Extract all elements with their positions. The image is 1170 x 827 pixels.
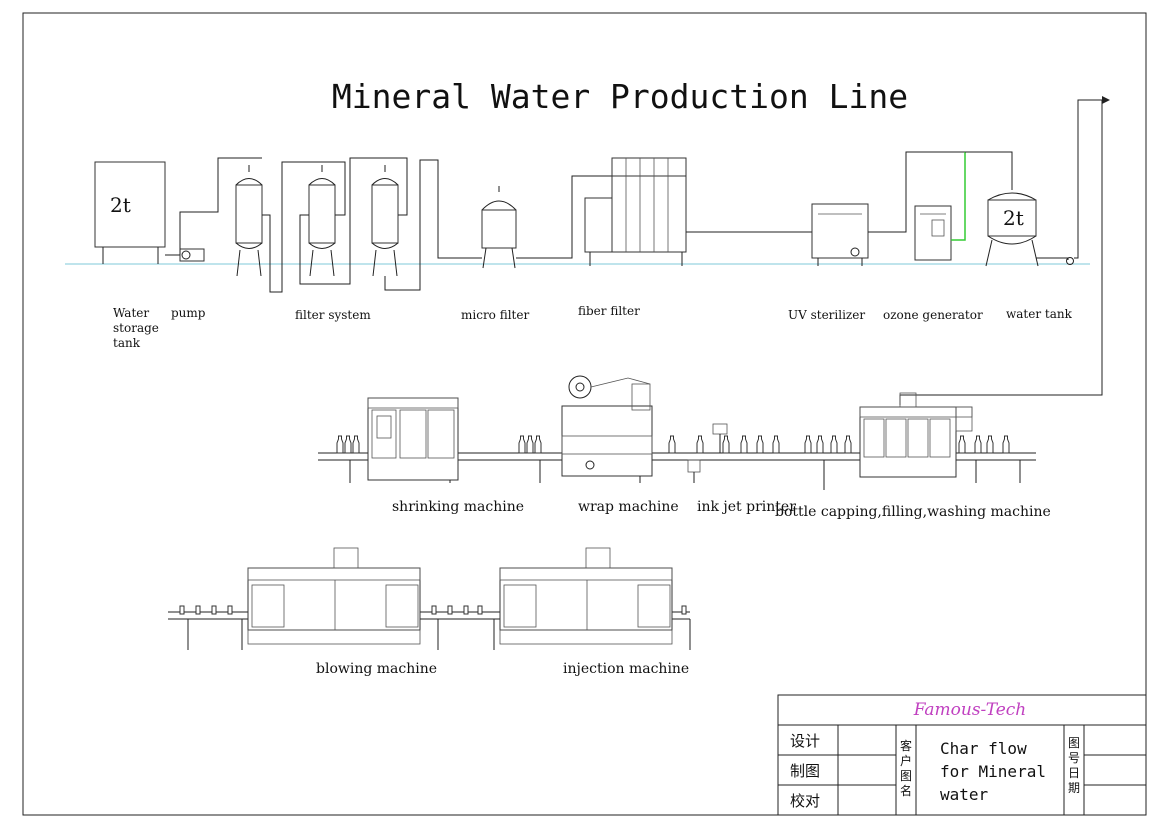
pump-label: pump bbox=[171, 306, 206, 320]
row-design-label: 设计 bbox=[790, 732, 820, 750]
bottle bbox=[696, 435, 704, 454]
bottle bbox=[518, 435, 526, 454]
bottle bbox=[1002, 435, 1010, 454]
bottle bbox=[740, 435, 748, 454]
row-check-label: 校对 bbox=[790, 792, 820, 810]
wrap-machine bbox=[539, 375, 653, 483]
bottle bbox=[756, 435, 764, 454]
client-name-char-4: 名 bbox=[900, 783, 912, 798]
fiber-filter bbox=[584, 157, 812, 266]
preform bbox=[447, 605, 453, 615]
water-storage-tank: 2t bbox=[94, 161, 166, 264]
micro-filter bbox=[481, 175, 612, 269]
blowing-machine-label: blowing machine bbox=[316, 661, 437, 677]
preform bbox=[463, 605, 469, 615]
client-name-char-1: 客 bbox=[900, 738, 912, 753]
bottle bbox=[804, 435, 812, 454]
fiber-filter-label: fiber filter bbox=[578, 304, 640, 318]
preforms-stage3 bbox=[179, 605, 687, 615]
shrinking-machine-label: shrinking machine bbox=[392, 499, 524, 515]
bottle bbox=[844, 435, 852, 454]
client-name-char-2: 户 bbox=[900, 753, 912, 768]
bottles-stage2 bbox=[336, 435, 1010, 454]
preform bbox=[211, 605, 217, 615]
drawing-date-char-1: 日 bbox=[1068, 766, 1080, 780]
preform bbox=[195, 605, 201, 615]
bottle-capping-filling-washing-machine bbox=[823, 392, 1021, 490]
client-name-char-3: 图 bbox=[900, 769, 912, 783]
water-tank: 2t bbox=[985, 96, 1110, 267]
title-block: Famous-Tech 设计 制图 校对 客 户 图 名 Char flow f… bbox=[777, 694, 1147, 816]
water-tank-capacity-label: 2t bbox=[1003, 206, 1024, 230]
bottle bbox=[352, 435, 360, 454]
bottle bbox=[958, 435, 966, 454]
uv-sterilizer bbox=[811, 151, 965, 266]
blowing-machine bbox=[187, 547, 421, 650]
bottle-machine-label: bottle capping,filling,washing machine bbox=[775, 504, 1051, 520]
bottle bbox=[986, 435, 994, 454]
water-storage-tank-label-3: tank bbox=[113, 336, 141, 350]
shrinking-machine bbox=[349, 397, 459, 483]
ozone-generator-label: ozone generator bbox=[883, 308, 983, 322]
preform bbox=[227, 605, 233, 615]
bottle bbox=[344, 435, 352, 454]
uv-sterilizer-label: UV sterilizer bbox=[788, 308, 865, 322]
bottle bbox=[526, 435, 534, 454]
preform bbox=[179, 605, 185, 615]
wrap-machine-label: wrap machine bbox=[578, 499, 679, 515]
company-logo: Famous-Tech bbox=[913, 700, 1027, 720]
bottle bbox=[772, 435, 780, 454]
preform bbox=[681, 605, 687, 615]
preform bbox=[477, 605, 483, 615]
ink-jet-printer bbox=[687, 423, 728, 483]
preform bbox=[431, 605, 437, 615]
injection-machine-label: injection machine bbox=[563, 661, 689, 677]
bottle bbox=[668, 435, 676, 454]
bottle bbox=[816, 435, 824, 454]
drawing-title-line-3: water bbox=[940, 785, 989, 804]
bottle bbox=[974, 435, 982, 454]
water-storage-tank-label-1: Water bbox=[113, 306, 149, 320]
drawing-title-line-1: Char flow bbox=[940, 739, 1027, 758]
pump bbox=[165, 157, 262, 262]
bottle bbox=[722, 435, 730, 454]
drawing-number-char-1: 图 bbox=[1068, 736, 1080, 750]
water-storage-tank-label-2: storage bbox=[113, 321, 159, 335]
bottle bbox=[534, 435, 542, 454]
injection-machine bbox=[437, 547, 691, 650]
water-tank-label: water tank bbox=[1006, 307, 1073, 321]
bottle bbox=[336, 435, 344, 454]
sheet-border bbox=[22, 12, 1147, 816]
diagram-title: Mineral Water Production Line bbox=[332, 77, 908, 116]
ink-jet-printer-label: ink jet printer bbox=[697, 499, 796, 515]
ozone-generator bbox=[914, 151, 1013, 261]
row-drawing-label: 制图 bbox=[790, 762, 820, 780]
filter-system-label: filter system bbox=[295, 308, 371, 322]
micro-filter-label: micro filter bbox=[461, 308, 529, 322]
filter-system bbox=[235, 157, 482, 293]
tank-capacity-label: 2t bbox=[110, 193, 131, 217]
bottle bbox=[830, 435, 838, 454]
drawing-number-char-2: 号 bbox=[1068, 751, 1080, 765]
drawing-date-char-2: 期 bbox=[1068, 781, 1080, 795]
drawing-title-line-2: for Mineral bbox=[940, 762, 1046, 781]
